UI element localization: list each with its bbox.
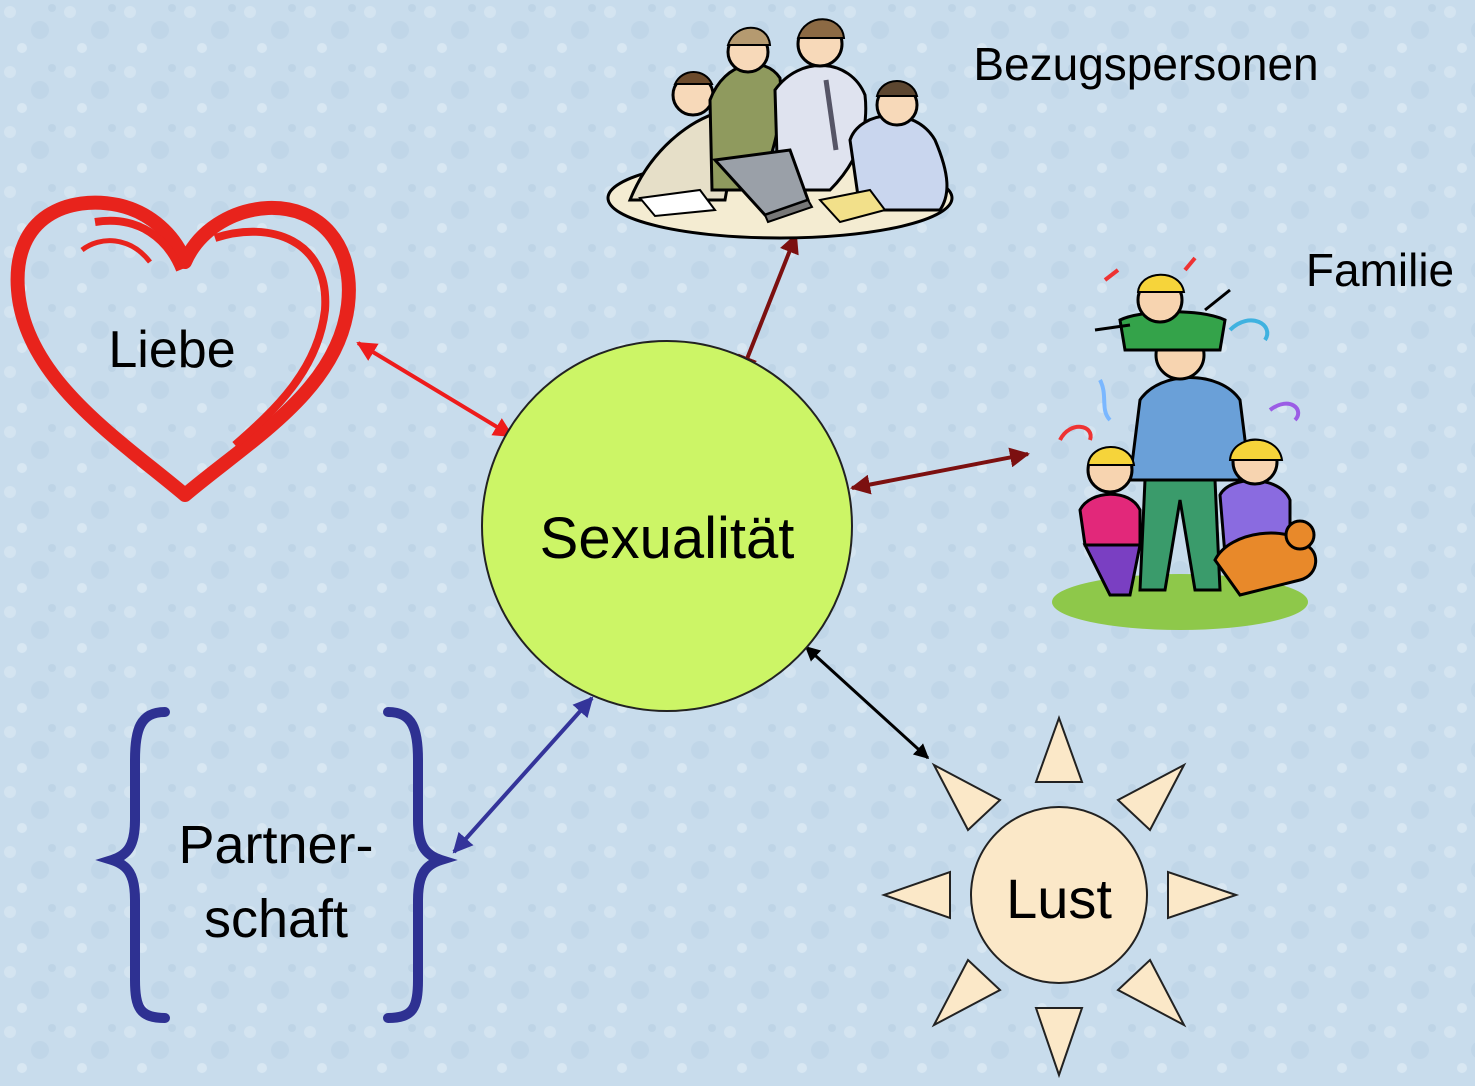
- liebe-label: Liebe: [108, 321, 235, 379]
- partnerschaft-label-line2: schaft: [204, 889, 348, 949]
- bezugspersonen-label: Bezugspersonen: [973, 38, 1318, 90]
- sun-icon: [880, 715, 1240, 1079]
- meeting-people-icon: [606, 18, 954, 240]
- family-icon: [1052, 256, 1318, 630]
- arrow-bezugspersonen: [738, 233, 799, 376]
- center-node: Sexualität: [481, 340, 853, 712]
- arrow-familie: [850, 447, 1030, 495]
- center-circle: [481, 340, 853, 712]
- partnerschaft-label-line1: Partner-: [178, 815, 373, 875]
- lust-label: Lust: [1006, 867, 1112, 930]
- curly-braces-icon: [95, 707, 458, 1023]
- sun-disc: [970, 806, 1148, 984]
- center-label: Sexualität: [540, 506, 795, 571]
- familie-label: Familie: [1306, 244, 1454, 296]
- arrow-liebe: [356, 341, 514, 438]
- heart-icon: [10, 195, 356, 502]
- arrow-partnerschaft: [452, 696, 594, 854]
- arrow-lust: [804, 645, 930, 760]
